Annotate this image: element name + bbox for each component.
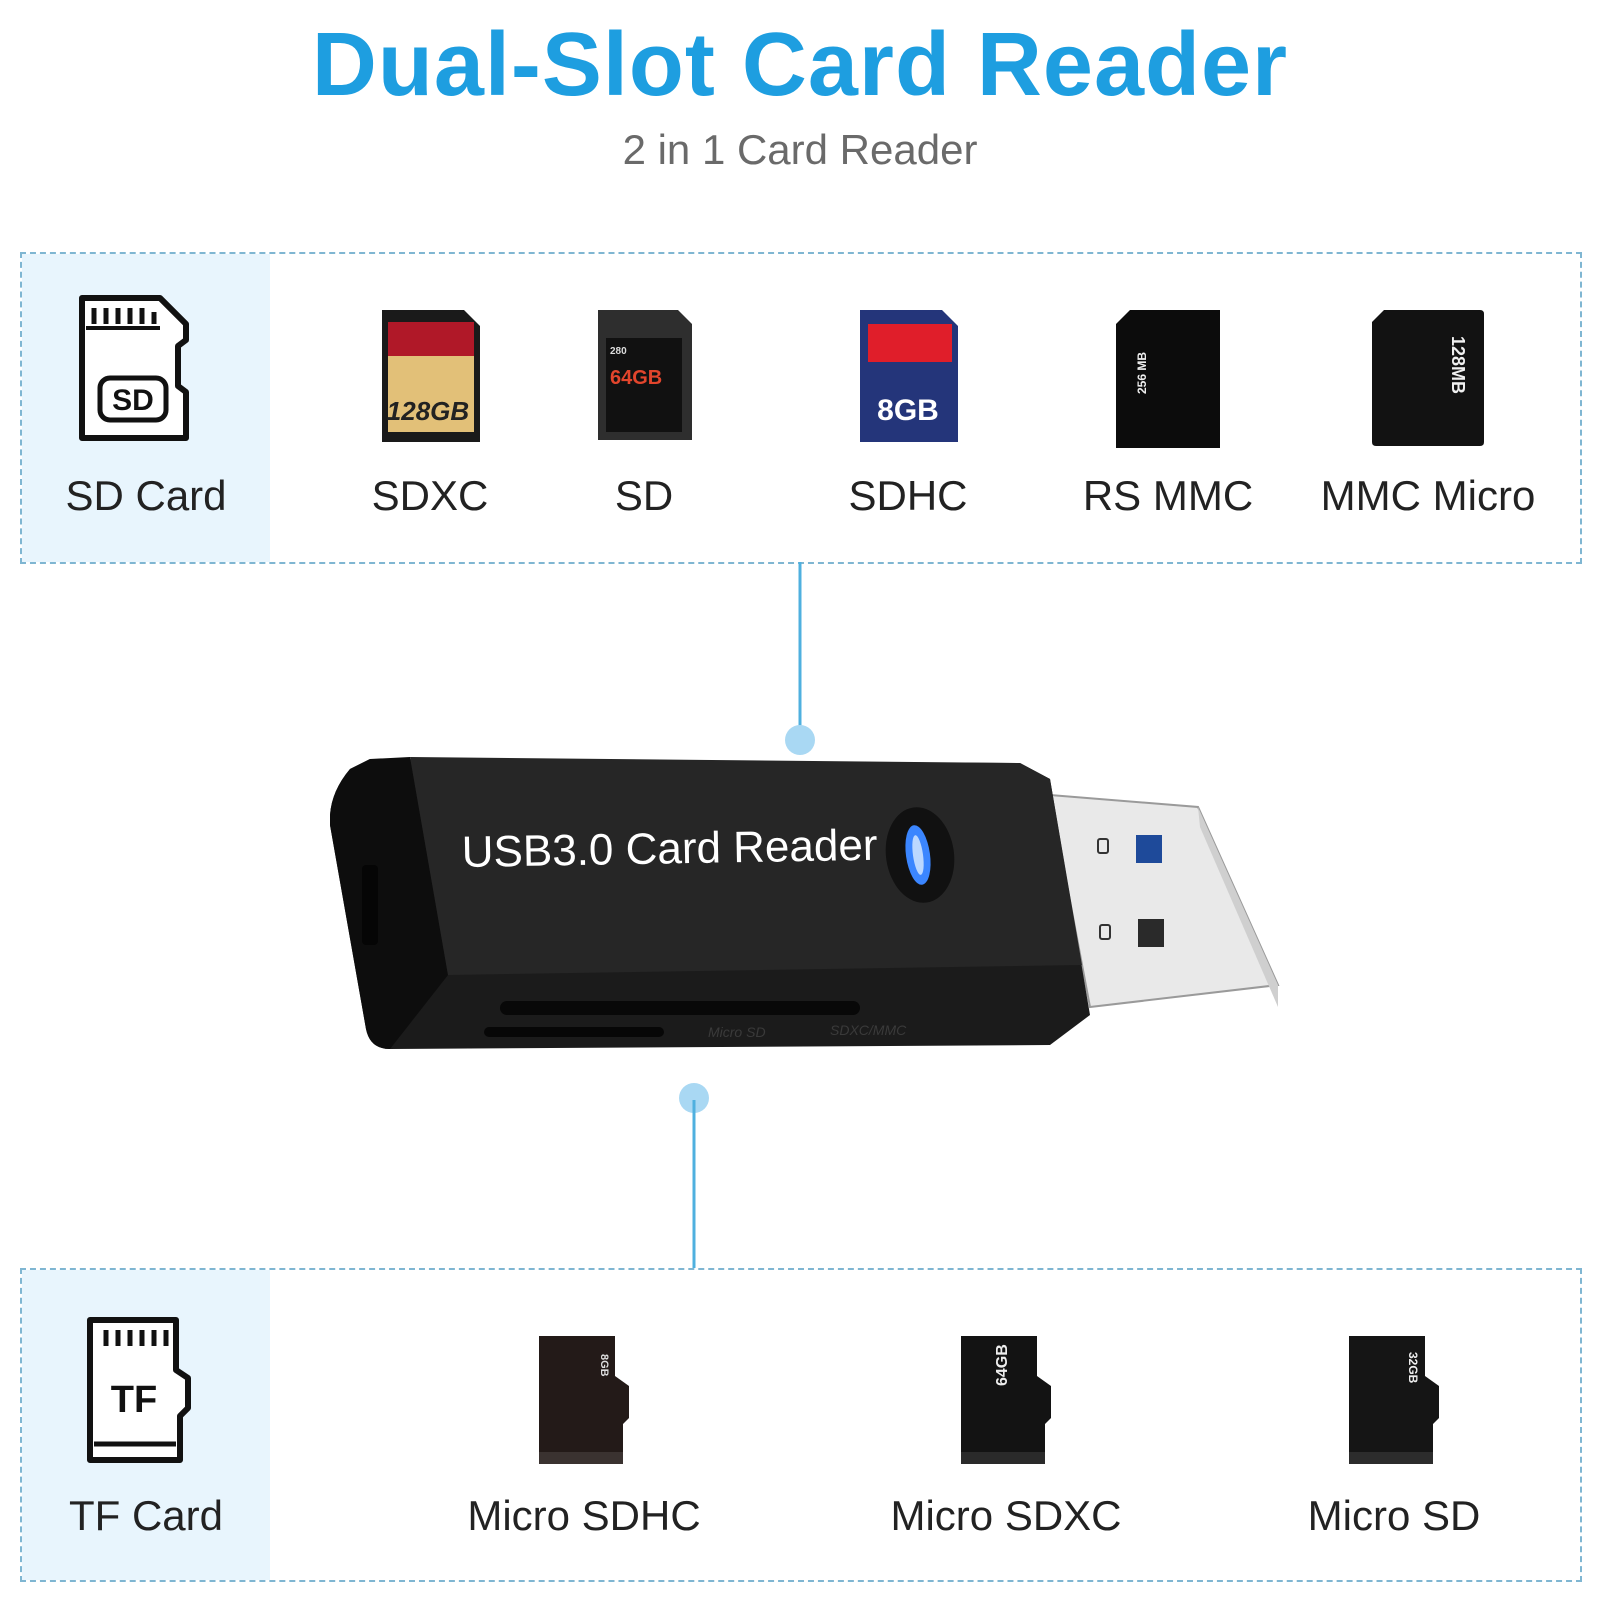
sdhc-card-capacity: 8GB	[877, 394, 939, 427]
sd-icon-text: SD	[112, 384, 154, 417]
sdhc-card-item: 8GB SDHC	[798, 254, 1018, 562]
rs-mmc-label: RS MMC	[1082, 472, 1254, 519]
sd-card-panel: SD SD Card 128GB SDXC 280 64GB SD	[20, 252, 1582, 564]
micro-sdhc-card-image: 8GB	[535, 1334, 633, 1471]
rs-mmc-card-capacity: 256 MB	[1135, 352, 1149, 394]
sd-label: SD	[614, 472, 674, 519]
sd-card-label: SD Card	[65, 472, 227, 519]
sd-card-outline-icon: SD	[78, 294, 190, 449]
reader-label: USB3.0 Card Reader	[461, 821, 878, 877]
tf-card-panel: TF TF Card 8GB Micro SDHC 64GB Micro SDX…	[20, 1268, 1582, 1582]
micro-sd-card-image: 32GB	[1345, 1334, 1443, 1471]
tf-icon-text: TF	[111, 1379, 157, 1421]
page-title: Dual-Slot Card Reader	[311, 15, 1289, 115]
sdxc-card-capacity: 128GB	[387, 396, 469, 426]
micro-sdxc-card-image: 64GB	[957, 1334, 1055, 1471]
tf-card-category: TF TF Card	[22, 1270, 270, 1580]
micro-sd-card-capacity: 32GB	[1406, 1352, 1420, 1384]
rs-mmc-card-image: 256 MB	[1114, 308, 1222, 455]
slot-label-micro-sd: Micro SD	[708, 1024, 766, 1040]
sdhc-label: SDHC	[848, 472, 968, 519]
mmc-micro-label: MMC Micro	[1320, 472, 1536, 519]
top-connector	[785, 562, 815, 755]
sdxc-label: SDXC	[371, 472, 489, 519]
mmc-micro-card-capacity: 128MB	[1448, 336, 1468, 394]
rs-mmc-card-item: 256 MB RS MMC	[1058, 254, 1278, 562]
sd-card-image: 280 64GB	[594, 308, 694, 447]
micro-sdxc-card-capacity: 64GB	[994, 1344, 1011, 1386]
usb-card-reader: USB3.0 Card Reader Micro SD SDXC/MMC	[329, 745, 1280, 1080]
bottom-connector	[679, 1083, 709, 1270]
micro-sd-card-item: 32GB Micro SD	[1284, 1270, 1504, 1580]
mmc-micro-card-item: 128MB MMC Micro	[1318, 254, 1538, 562]
sdhc-card-image: 8GB	[856, 308, 960, 449]
mmc-micro-card-image: 128MB	[1370, 308, 1486, 453]
slot-label-sdxc-mmc: SDXC/MMC	[830, 1022, 907, 1038]
micro-sdhc-label: Micro SDHC	[467, 1492, 701, 1539]
page-subtitle: 2 in 1 Card Reader	[622, 126, 978, 173]
micro-sdhc-card-capacity: 8GB	[598, 1354, 610, 1377]
tf-card-outline-icon: TF	[84, 1316, 196, 1471]
usb-plug	[1048, 793, 1280, 1009]
sd-card-category: SD SD Card	[22, 254, 270, 562]
sdxc-card-image: 128GB	[378, 308, 482, 449]
micro-sdxc-label: Micro SDXC	[890, 1492, 1122, 1539]
sd-card-item: 280 64GB SD	[534, 254, 754, 562]
micro-sd-label: Micro SD	[1307, 1492, 1481, 1539]
tf-card-label: TF Card	[68, 1492, 223, 1539]
micro-sdhc-card-item: 8GB Micro SDHC	[467, 1270, 701, 1580]
sd-card-small-text: 280	[610, 346, 627, 357]
sdxc-card-item: 128GB SDXC	[320, 254, 540, 562]
sd-card-capacity: 64GB	[610, 367, 662, 389]
micro-sdxc-card-item: 64GB Micro SDXC	[890, 1270, 1122, 1580]
